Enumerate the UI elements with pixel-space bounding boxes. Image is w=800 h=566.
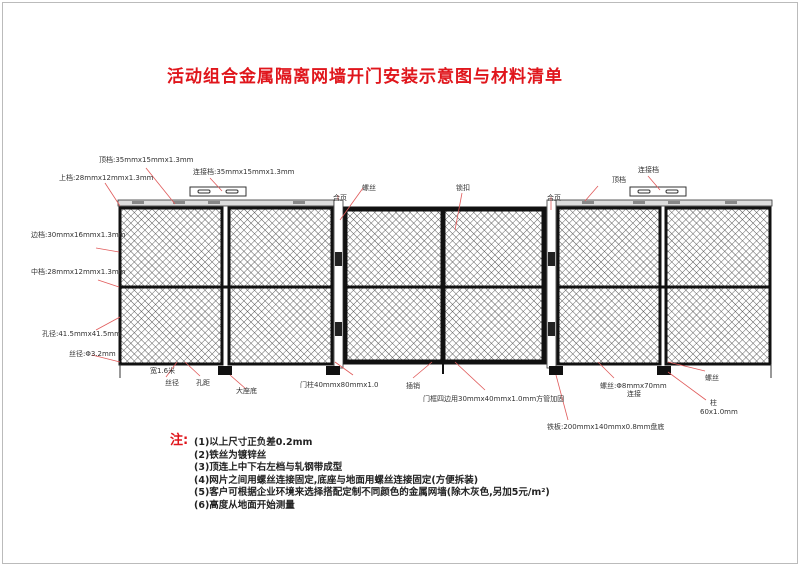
label-wire-dia: 丝径:Φ3.2mm xyxy=(69,349,116,358)
note-item: (2)铁丝为镀锌丝 xyxy=(194,449,267,461)
label-door-frame: 门框四边用30mmx40mmx1.0mm方管加固 xyxy=(423,394,564,403)
label-hole-size: 孔径:41.5mmx41.5mm xyxy=(42,329,121,338)
mesh-panels xyxy=(118,206,772,366)
label-screw-top: 螺丝 xyxy=(362,183,376,192)
label-connector-left: 连接档:35mmx15mmx1.3mm xyxy=(193,167,295,176)
label-base-plate: 铁板:200mmx140mmx0.8mm盘底 xyxy=(547,422,664,431)
top-rail-left xyxy=(117,199,335,207)
label-middle-rail: 中档:28mmx12mmx1.3mm xyxy=(31,267,126,276)
connector-plate-right xyxy=(629,186,687,197)
label-hole-pitch: 孔距 xyxy=(196,379,210,387)
label-screw-right: 螺丝 xyxy=(705,373,719,382)
notes-heading: 注: xyxy=(170,433,189,448)
label-screw-connect: 螺丝:Φ8mmx70mm xyxy=(600,381,667,390)
label-post: 柱 xyxy=(710,398,717,407)
label-large-base: 大座底 xyxy=(236,386,257,395)
note-item: (6)高度从地面开始测量 xyxy=(194,499,295,511)
note-item: (1)以上尺寸正负差0.2mm xyxy=(194,437,313,448)
note-item: (5)客户可根据企业环境来选择搭配定制不同颜色的金属网墙(除木灰色,另加5元/m… xyxy=(194,487,550,498)
page-title: 活动组合金属隔离网墙开门安装示意图与材料清单 xyxy=(167,67,563,87)
label-hinge-right: 合页 xyxy=(547,193,561,202)
label-wire-gauge: 丝径 xyxy=(165,378,179,387)
label-upper-rail: 上档:28mmx12mmx1.3mm xyxy=(59,173,154,182)
note-item: (3)顶连上中下右左档与轧钢带成型 xyxy=(194,462,343,473)
label-door-post: 门柱40mmx80mmx1.0 xyxy=(300,380,379,389)
label-latch: 插销 xyxy=(406,381,420,390)
label-post-size: 60x1.0mm xyxy=(700,408,738,416)
notes: 注: (1)以上尺寸正负差0.2mm (2)铁丝为镀锌丝 (3)顶连上中下右左档… xyxy=(170,433,550,512)
bases xyxy=(119,364,772,378)
door xyxy=(333,199,557,374)
label-hinge-left: 合页 xyxy=(333,193,347,202)
leader-arrows xyxy=(91,167,707,421)
label-width: 宽1.6米 xyxy=(150,366,175,375)
top-rail-right xyxy=(555,199,773,207)
connector-plate-left xyxy=(189,186,247,197)
note-item: (4)网片之间用螺丝连接固定,底座与地面用螺丝连接固定(方便拆装) xyxy=(194,474,479,486)
label-lock: 锁扣 xyxy=(456,183,470,192)
label-connector-right: 连接档 xyxy=(638,165,659,174)
label-side-rail: 边档:30mmx16mmx1.3mm xyxy=(31,230,126,239)
label-top-rail-right: 顶档 xyxy=(612,175,626,184)
label-connect: 连接 xyxy=(627,389,641,398)
label-top-rail: 顶档:35mmx15mmx1.3mm xyxy=(99,155,194,164)
